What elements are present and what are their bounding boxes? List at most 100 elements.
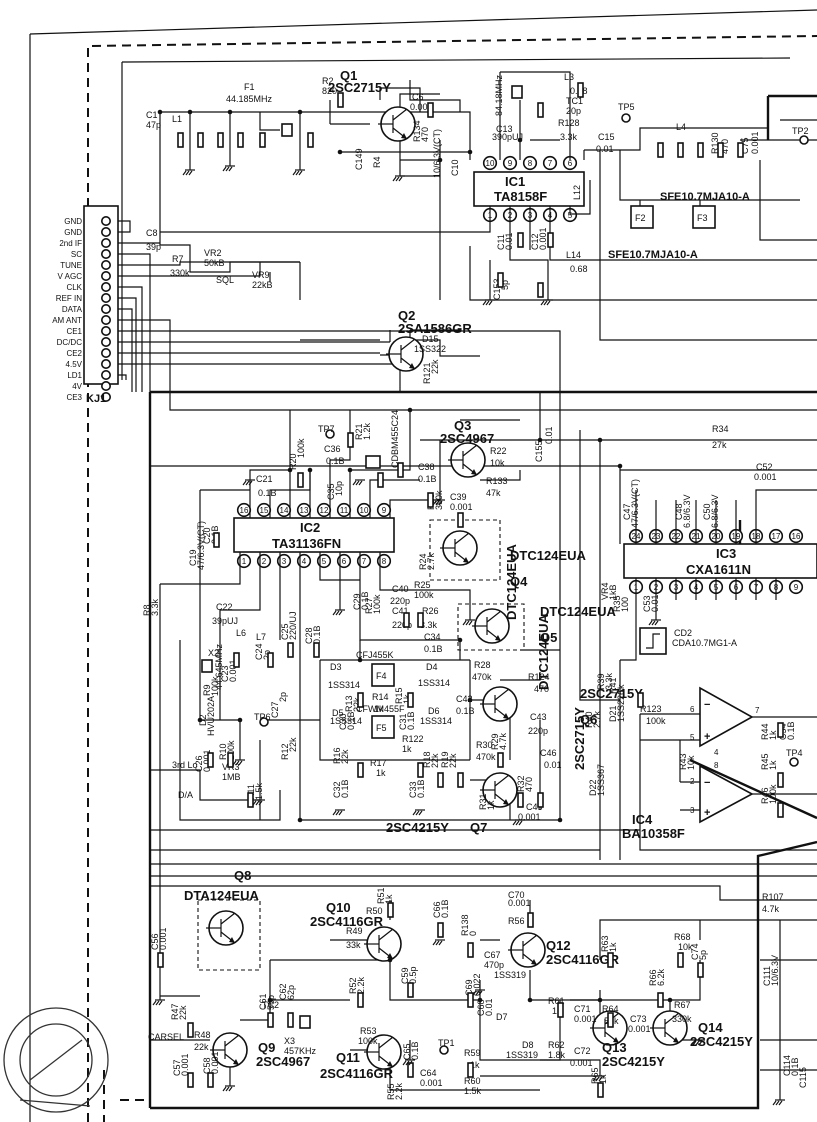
connector-pin-label: 4V [72,382,82,391]
label-r16: R16 [332,747,342,764]
ground-symbol [402,1059,415,1066]
label-l6: L6 [236,628,246,638]
ground-symbol [412,809,425,816]
ground-symbol [252,799,265,806]
label-tc1: TC1 [566,96,583,106]
ic2-body [233,517,395,553]
label-r30: R30 [476,740,493,750]
label-c72: C72 [574,1046,591,1056]
junction-dot [407,407,413,413]
label-l1: L1 [172,114,182,124]
connector-pin-label: 2nd IF [59,239,82,248]
junction-dot [457,637,463,643]
label-c19v: 47/6.3V(CT) [196,521,206,570]
label-r124v: 470 [534,684,549,694]
label-c38v: 0.1B [418,474,437,484]
junction-dot [467,149,473,155]
passive-glyph [267,1012,274,1028]
label-c46: C46 [540,748,557,758]
crystal-x3-freq: 457KHz [284,1046,317,1056]
ground-symbol [648,619,661,626]
label-c52v: 0.001 [754,472,777,482]
filter-f5-part: CFWM455F [356,704,405,714]
transistor-part: 2SC4116GR [310,914,384,929]
label-c22: C22 [216,602,233,612]
transistor-ref: Q5 [540,630,557,645]
label-d2: D2 [198,714,208,726]
ic3-body [623,543,817,579]
label-r17v: 1k [376,768,386,778]
label-r21: R21 [354,423,364,440]
label-d4v: 1SS314 [418,678,450,688]
transistor-ref: Q12 [546,938,571,953]
label-r60: R60 [464,1076,481,1086]
label-r44v: 1k [768,730,778,740]
label-r63: R63 [600,935,610,952]
junction-dot [197,717,203,723]
passive-glyph [187,1022,194,1038]
label-c1v: 47p [146,120,161,130]
transistor-part: 2SC4215Y [690,1034,753,1049]
label-r22: R22 [490,446,507,456]
passive-glyph [407,982,414,998]
label-c59: C59 [400,967,410,984]
passive-glyph [357,762,364,778]
label-c12v: 0.001 [538,227,548,250]
label-r24: R24 [418,553,428,570]
passive-glyph [777,722,784,738]
svg-text:F2: F2 [635,213,646,223]
label-r28v: 470k [472,672,492,682]
ground-symbol [292,169,305,176]
label-c155v: 0.01 [544,426,554,444]
label-r26v: 3.3k [420,620,438,630]
label-c75v: 0.001 [750,131,760,154]
junction-dot [297,817,303,823]
junction-dot [467,697,473,703]
ic3-pin-number: 16 [792,532,801,541]
label-c47v: 47/6.3V(CT) [630,479,640,528]
ground-symbol [472,989,485,996]
ground-symbol [432,499,445,506]
label-r9v: 100k [210,676,220,696]
ic3-pin [768,528,784,544]
connector-pin [101,391,112,402]
label-d2v: HVU202A [206,696,216,736]
passive-glyph [577,82,584,98]
label-r121: R121 [422,362,432,384]
label-d3v: 1SS314 [328,680,360,690]
junction-dot [337,149,343,155]
ic2-pin [296,553,312,569]
label-c34v: 0.1B [424,644,443,654]
connector-ref: KJ1 [86,393,106,405]
junction-dot [307,467,313,473]
label-thirdlo: 3rd Lo [172,760,198,770]
ground-symbol [232,759,245,766]
connector-pin-label: GND [64,228,82,237]
passive-glyph [467,992,474,1008]
label-r60v: 1.5k [464,1086,482,1096]
label-r55v: 2.2k [394,1082,404,1100]
label-r29v: 4.7k [498,732,508,750]
label-c13: C13 [496,124,513,134]
label-r10v: 100k [226,740,236,760]
transistor-part: DTC124EUA [540,604,616,619]
passive-glyph [737,142,744,158]
ic2-pin [336,553,352,569]
passive-glyph [537,102,544,118]
label-c115: C115 [798,1067,808,1088]
label-r22v: 10k [490,458,505,468]
ic2-pin-number: 9 [382,506,387,515]
label-c33: C33 [408,781,418,798]
ceramic-resonator-cd1 [365,455,381,469]
transistor-ref: Q2 [398,308,415,323]
ground-symbol [222,165,235,172]
ic1-body [473,171,585,207]
passive-glyph [427,492,434,508]
label-tp5: TP5 [618,102,635,112]
ic3-ref: IC3 [716,546,736,561]
ic2-pin-number: 11 [340,506,349,515]
ic2-part: TA31136FN [272,536,341,551]
label-l14: L14 [566,250,581,260]
ground-symbol [182,169,195,176]
